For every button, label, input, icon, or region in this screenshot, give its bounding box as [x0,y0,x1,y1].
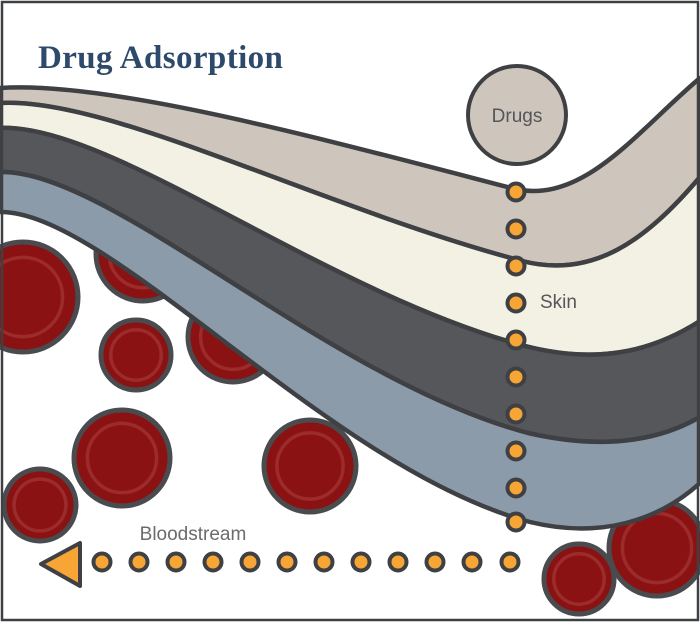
drug-particle [165,551,187,573]
drug-particle [461,551,483,573]
drug-particle [128,551,150,573]
red-blood-cell [0,239,81,355]
drug-particle [91,551,113,573]
red-blood-cell [261,417,359,515]
drug-particle [239,551,261,573]
skin-label: Skin [540,292,577,313]
red-blood-cell-rim [275,431,345,501]
red-blood-cell [98,317,174,393]
drug-particle [424,551,446,573]
skin-layers-group [0,75,700,531]
drug-particle [505,255,527,277]
drug-particle [505,477,527,499]
red-blood-cell-rim [109,328,163,382]
drugs-label: Drugs [492,106,543,127]
drug-particle [505,218,527,240]
drug-particle [387,551,409,573]
bloodstream-label: Bloodstream [140,524,247,545]
drug-particle [505,329,527,351]
drug-particle [505,181,527,203]
drug-particle [505,440,527,462]
red-blood-cell [71,407,173,509]
drug-particle [505,511,527,533]
drug-particle [276,551,298,573]
flow-arrow-icon [39,541,82,588]
drug-particle [202,551,224,573]
diagram-title: Drug Adsorption [38,40,283,76]
drug-particle [499,551,521,573]
red-blood-cell-rim [552,552,606,606]
drug-particles-bloodstream-path [91,551,521,573]
red-blood-cell-rim [85,421,159,495]
drug-particle [505,292,527,314]
drugs-source-circle [466,64,568,166]
red-blood-cell-rim [12,477,68,533]
red-blood-cell [1,466,79,544]
red-blood-cell-rim [0,255,65,339]
drug-particles-vertical-path [505,181,527,533]
drug-particle [313,551,335,573]
red-blood-cells-group [0,204,700,617]
drug-particle [505,403,527,425]
red-blood-cell [541,541,617,617]
red-blood-cell-body [0,239,81,355]
drug-particle [505,366,527,388]
drug-particle [350,551,372,573]
